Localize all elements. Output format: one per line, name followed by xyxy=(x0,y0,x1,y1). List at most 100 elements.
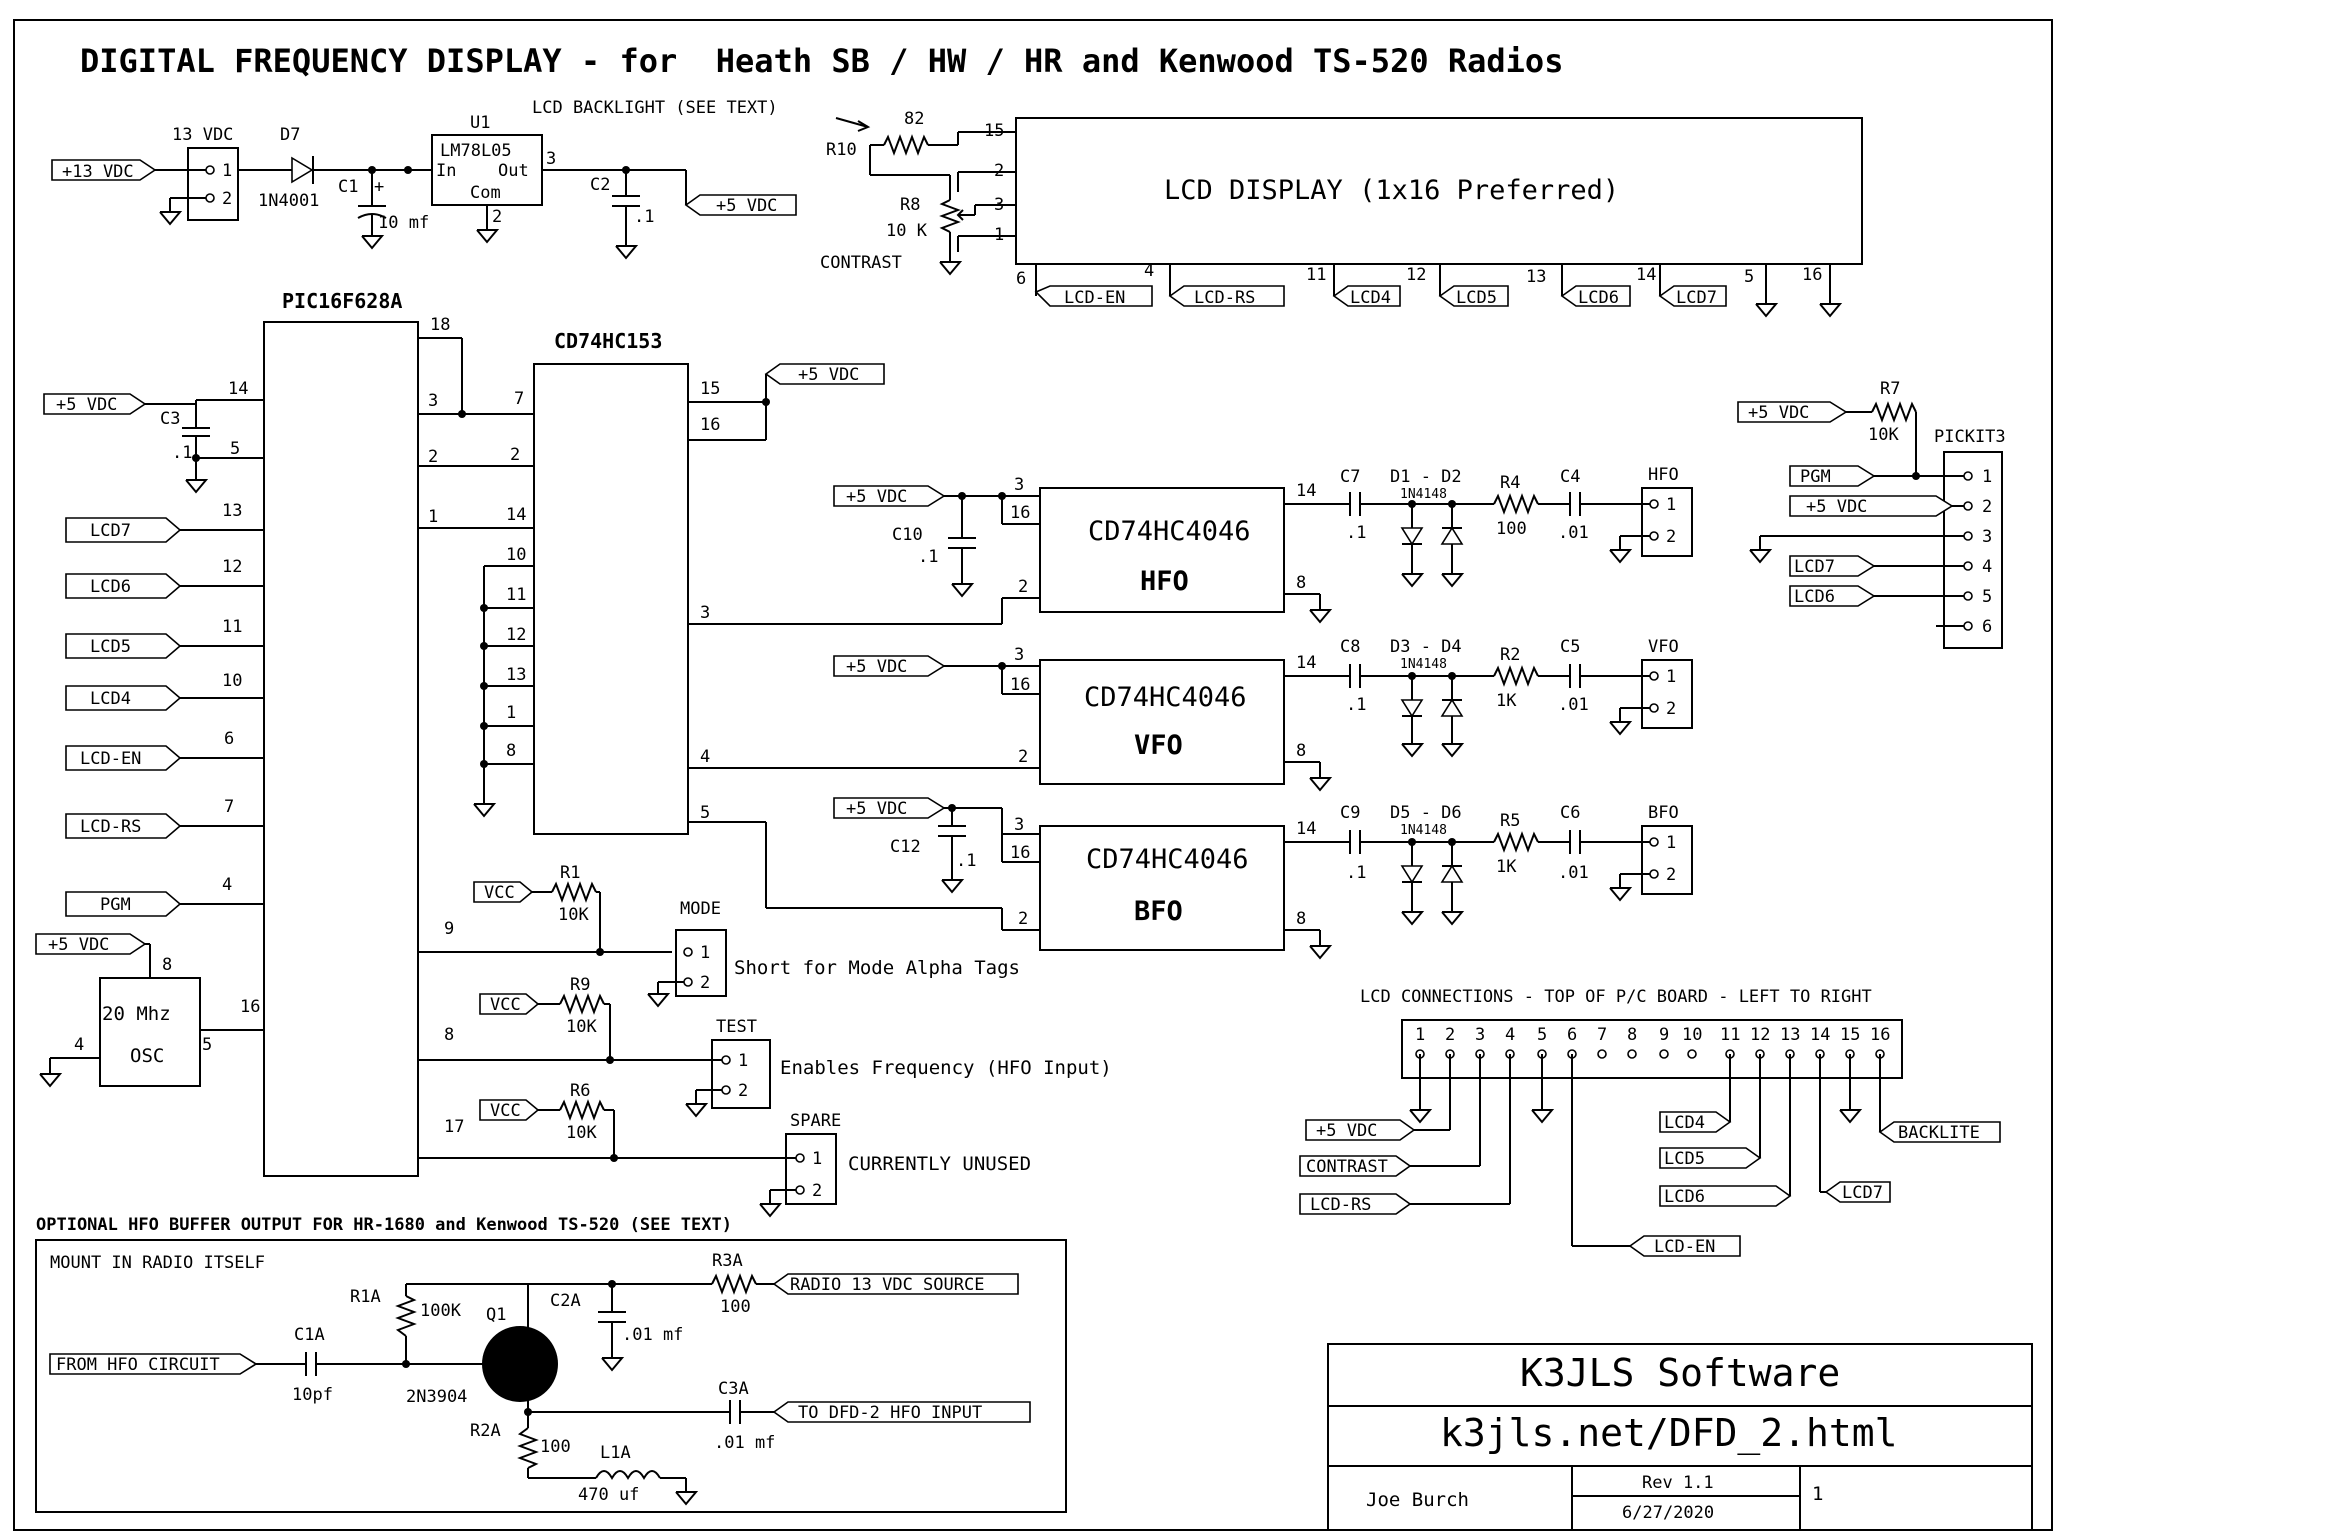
hfo-pin3: 3 xyxy=(1014,475,1024,495)
tag-lcd-rs-lcdconn xyxy=(1299,1193,1412,1215)
r1a-ref: R1A xyxy=(350,1287,381,1307)
tag-lcd-rs-pic-label: LCD-RS xyxy=(80,817,141,837)
conn-spare[interactable] xyxy=(785,1133,837,1205)
tag-radio-13vdc xyxy=(772,1273,1019,1295)
tag-vcc-r9-label: VCC xyxy=(490,995,521,1015)
tag-plus5vdc-vfo-label: +5 VDC xyxy=(846,657,907,677)
c1-ref: C1 xyxy=(338,177,358,197)
tag-lcd7-pic xyxy=(65,517,182,543)
tag-lcd-en-lcdconn-label: LCD-EN xyxy=(1654,1237,1715,1257)
c4-ref: C4 xyxy=(1560,467,1580,487)
tag-to-dfd2-label: TO DFD-2 HFO INPUT xyxy=(798,1403,982,1423)
lcd-header-pad xyxy=(1597,1049,1607,1059)
u1-com: Com xyxy=(470,183,501,203)
mux-pin-13: 13 xyxy=(506,665,526,685)
l1a-value: 470 uf xyxy=(578,1485,639,1505)
c10-ref: C10 xyxy=(892,525,923,545)
tag-lcd-en-pic-label: LCD-EN xyxy=(80,749,141,769)
tag-lcd-en-pic xyxy=(65,745,182,771)
tag-lcd-en-lcdconn xyxy=(1628,1235,1741,1257)
osc-pin8: 8 xyxy=(162,955,172,975)
tag-plus13vdc xyxy=(51,159,157,181)
cd74hc4046-vfo xyxy=(1039,659,1285,785)
r7-ref: R7 xyxy=(1880,379,1900,399)
pic-pin-12: 12 xyxy=(222,557,242,577)
tag-plus5vdc-pickit2 xyxy=(1789,495,1954,517)
tag-plus5vdc-bfo xyxy=(833,797,946,819)
conn-hfo[interactable] xyxy=(1641,487,1693,557)
tag-plus5vdc-bfo-label: +5 VDC xyxy=(846,799,907,819)
tag-to-dfd2 xyxy=(772,1401,1031,1423)
tag-plus5vdc-pickit2-label: +5 VDC xyxy=(1806,497,1867,517)
svg-text:2: 2 xyxy=(812,1181,822,1201)
tag-lcd6-pickit-label: LCD6 xyxy=(1794,587,1835,607)
mux-pin-3: 3 xyxy=(700,603,710,623)
c1-value: 10 mf xyxy=(378,213,429,233)
mux-pin-2: 2 xyxy=(510,445,520,465)
lcd-pin-2: 2 xyxy=(994,161,1004,181)
conn-mode[interactable] xyxy=(675,929,727,997)
pic-pin-18: 18 xyxy=(430,315,450,335)
l1a-ref: L1A xyxy=(600,1443,631,1463)
r1-value: 10K xyxy=(558,905,589,925)
lcd-header-pin-label: 1 xyxy=(1415,1025,1425,1045)
lcd-header-pin-label: 3 xyxy=(1475,1025,1485,1045)
tag-plus5vdc-pickit xyxy=(1737,401,1848,423)
pic-name: PIC16F628A xyxy=(282,289,402,313)
hfo-pin14: 14 xyxy=(1296,481,1316,501)
u1-in: In xyxy=(436,161,456,181)
r5-value: 1K xyxy=(1496,857,1517,877)
tag-lcd6-lcdconn-label: LCD6 xyxy=(1664,1187,1705,1207)
pic16f628a xyxy=(263,321,419,1177)
tag-lcd7-top-label: LCD7 xyxy=(1676,288,1717,308)
tag-contrast-lcdconn xyxy=(1299,1155,1412,1177)
d5-d6-ref: D5 - D6 xyxy=(1390,803,1462,823)
pickit3-label: PICKIT3 xyxy=(1934,427,2006,447)
title-block: K3JLS Software k3jls.net/DFD_2.html Joe … xyxy=(1327,1343,2033,1531)
svg-text:1: 1 xyxy=(222,161,232,181)
tag-plus5vdc-vfo xyxy=(833,655,946,677)
tag-plus13vdc-label: +13 VDC xyxy=(62,162,134,182)
osc-label-freq: 20 Mhz xyxy=(102,1003,171,1025)
tag-lcd-rs-pic xyxy=(65,813,182,839)
project-url[interactable]: k3jls.net/DFD_2.html xyxy=(1440,1411,1898,1456)
c6-ref: C6 xyxy=(1560,803,1580,823)
tag-lcd6-pickit xyxy=(1789,585,1876,607)
lcd-header-pin-label: 12 xyxy=(1750,1025,1770,1045)
svg-text:2: 2 xyxy=(1666,865,1676,885)
lcd-bpin-11: 11 xyxy=(1306,265,1326,285)
d1-d2-part: 1N4148 xyxy=(1400,487,1447,502)
conn-bfo[interactable] xyxy=(1641,825,1693,895)
lcd-header-pin-label: 6 xyxy=(1567,1025,1577,1045)
conn-pickit3[interactable] xyxy=(1943,451,2003,649)
svg-text:2: 2 xyxy=(738,1081,748,1101)
r10-ref: R10 xyxy=(826,140,857,160)
r4-value: 100 xyxy=(1496,519,1527,539)
lcd-display-label: LCD DISPLAY (1x16 Preferred) xyxy=(1164,175,1619,206)
contrast-label: CONTRAST xyxy=(820,253,902,273)
tag-plus5vdc-reg-label: +5 VDC xyxy=(716,196,777,216)
conn-test[interactable] xyxy=(711,1039,771,1109)
c1a-ref: C1A xyxy=(294,1325,325,1345)
r6-ref: R6 xyxy=(570,1081,590,1101)
lcd-bpin-16: 16 xyxy=(1802,265,1822,285)
u1-pin3: 3 xyxy=(546,149,556,169)
tag-plus5vdc-mux-label: +5 VDC xyxy=(798,365,859,385)
test-conn-label: TEST xyxy=(716,1017,757,1037)
c4-value: .01 xyxy=(1558,523,1589,543)
mux-pin-1: 1 xyxy=(506,703,516,723)
conn-vfo[interactable] xyxy=(1641,659,1693,729)
c3a-value: .01 mf xyxy=(714,1433,775,1453)
tag-lcd5-top xyxy=(1438,285,1509,307)
pll-vfo-section: +5 VDC 3 16 CD74HC4046 VFO 2 14 C8 .1 D3… xyxy=(833,637,1693,792)
mux-name: CD74HC153 xyxy=(554,329,662,353)
tag-lcd5-top-label: LCD5 xyxy=(1456,288,1497,308)
r10-value: 82 xyxy=(904,109,924,129)
tag-lcd7-pickit xyxy=(1789,555,1876,577)
tag-from-hfo xyxy=(49,1353,258,1375)
d3-d4-part: 1N4148 xyxy=(1400,657,1447,672)
svg-text:2: 2 xyxy=(1666,527,1676,547)
r7-value: 10K xyxy=(1868,425,1899,445)
